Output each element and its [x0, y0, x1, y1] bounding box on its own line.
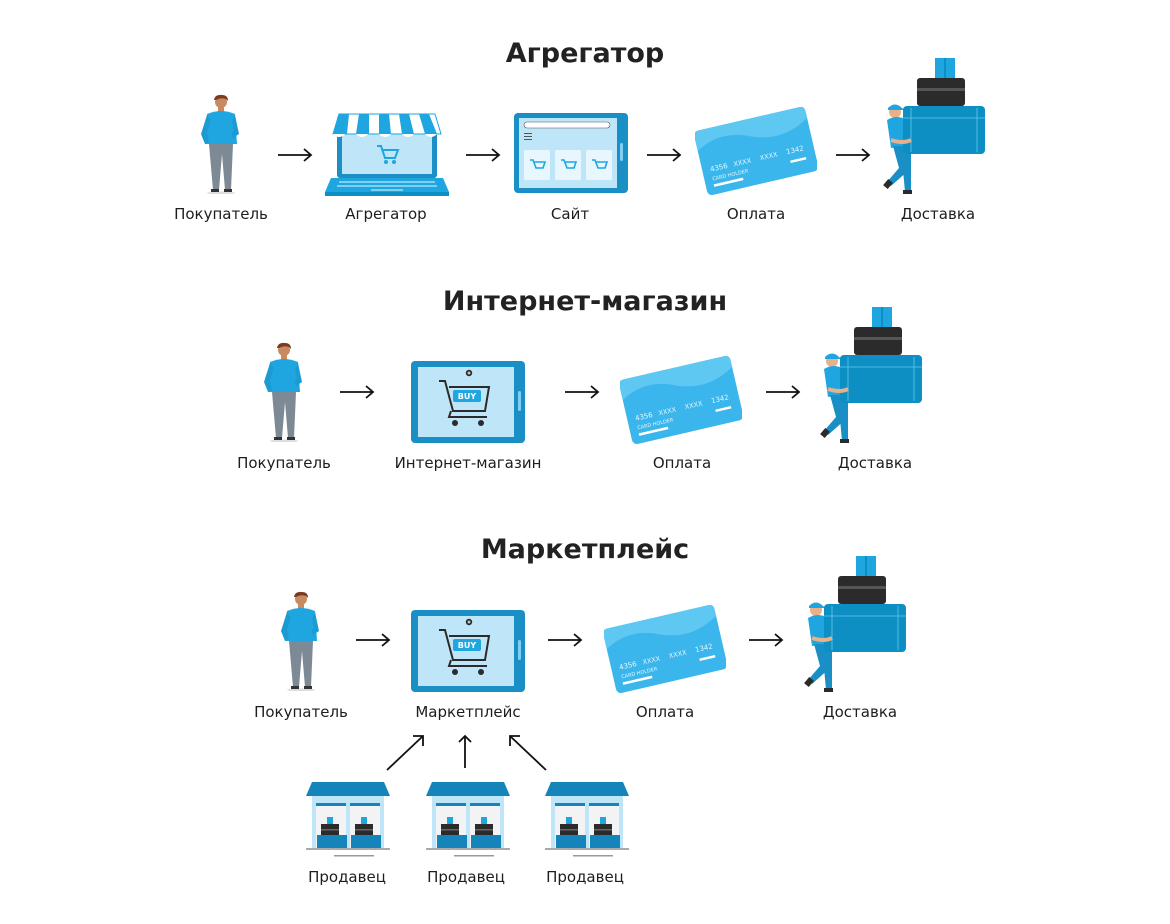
arrow-up-left-icon	[509, 735, 547, 771]
seller-store-icon	[306, 782, 390, 858]
store-tablet-icon: BUY	[411, 361, 525, 443]
step-label: Оплата	[635, 703, 695, 721]
arrow-right-icon	[765, 385, 801, 399]
step-label: Доставка	[837, 454, 913, 472]
buyer-icon	[191, 94, 251, 194]
aggregator-laptop-icon	[325, 110, 449, 196]
credit-card-icon: 4356 XXXX XXXX 1342 CARD HOLDER	[604, 602, 726, 694]
step-label: Доставка	[900, 205, 976, 223]
step-label: Покупатель	[237, 454, 331, 472]
seller-store-icon	[426, 782, 510, 858]
step-label: Доставка	[822, 703, 898, 721]
section-title-online-store: Интернет-магазин	[442, 286, 728, 317]
card-number: XXXX	[668, 648, 688, 660]
card-number: XXXX	[759, 150, 779, 162]
seller-arrows	[386, 734, 547, 771]
buyer-icon	[254, 342, 314, 442]
courier-icon	[883, 58, 985, 196]
buy-label: BUY	[458, 641, 477, 650]
card-number: 1342	[785, 144, 804, 156]
card-number: XXXX	[642, 654, 662, 666]
buy-label: BUY	[458, 392, 477, 401]
seller-label: Продавец	[308, 868, 386, 886]
card-number: XXXX	[733, 156, 753, 168]
arrow-right-icon	[748, 633, 784, 647]
arrow-right-icon	[646, 148, 682, 162]
card-number: 1342	[710, 393, 729, 405]
arrow-right-icon	[355, 633, 391, 647]
card-number: XXXX	[658, 405, 678, 417]
arrow-right-icon	[835, 148, 871, 162]
step-label: Интернет-магазин	[394, 454, 542, 472]
arrow-right-icon	[339, 385, 375, 399]
card-number: 4356	[709, 162, 729, 174]
arrow-right-icon	[465, 148, 501, 162]
website-tablet-icon	[514, 113, 628, 193]
step-label: Покупатель	[254, 703, 348, 721]
arrow-up-right-icon	[386, 735, 424, 771]
card-number: XXXX	[684, 399, 704, 411]
arrow-right-icon	[564, 385, 600, 399]
card-number: 4356	[634, 411, 654, 423]
step-label: Маркетплейс	[415, 703, 521, 721]
step-label: Покупатель	[174, 205, 268, 223]
credit-card-icon: 4356 XXXX XXXX 1342 CARD HOLDER	[695, 104, 817, 196]
seller-store-icon	[545, 782, 629, 858]
arrow-right-icon	[277, 148, 313, 162]
step-label: Сайт	[550, 205, 590, 223]
seller-label: Продавец	[427, 868, 505, 886]
courier-icon	[820, 307, 922, 445]
step-label: Агрегатор	[345, 205, 427, 223]
step-label: Оплата	[652, 454, 712, 472]
section-title-marketplace: Маркетплейс	[480, 534, 690, 565]
arrow-right-icon	[547, 633, 583, 647]
buyer-icon	[271, 591, 331, 691]
arrow-up-icon	[458, 734, 472, 768]
card-number: 1342	[694, 642, 713, 654]
seller-label: Продавец	[546, 868, 624, 886]
courier-icon	[804, 556, 906, 694]
marketplace-tablet-icon: BUY	[411, 610, 525, 692]
section-title-aggregator: Агрегатор	[505, 38, 665, 69]
step-label: Оплата	[726, 205, 786, 223]
credit-card-icon: 4356 XXXX XXXX 1342 CARD HOLDER	[620, 353, 742, 445]
card-number: 4356	[618, 660, 638, 672]
